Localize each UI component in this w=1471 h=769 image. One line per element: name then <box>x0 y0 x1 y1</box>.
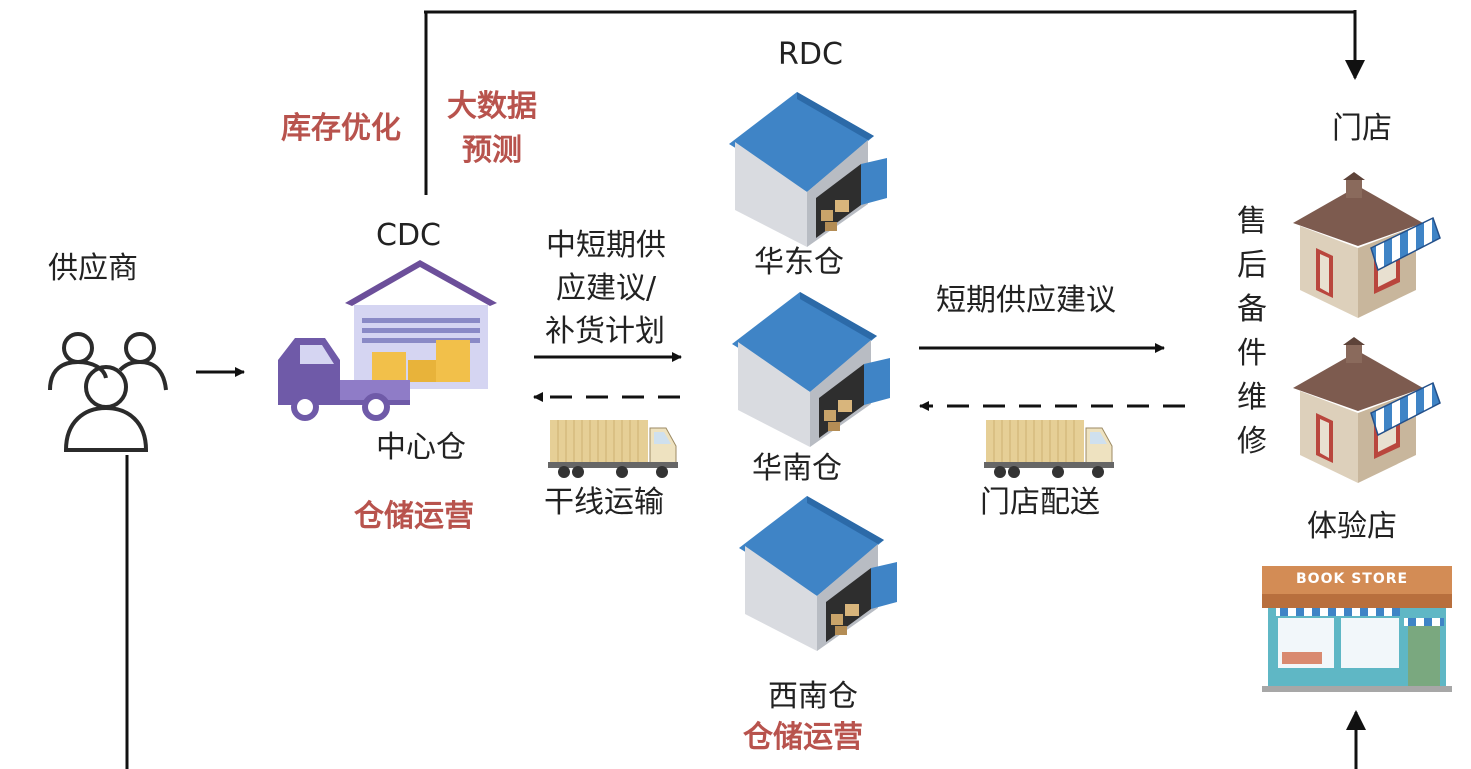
trunk-transport-label: 干线运输 <box>544 485 664 520</box>
warehouse-ops-bottom-label: 仓储运营 <box>743 720 863 755</box>
cdc-label: CDC <box>376 218 441 253</box>
after-sales-label: 售后备件维修 <box>1237 204 1267 459</box>
inventory-optimization-label: 库存优化 <box>281 111 401 146</box>
big-data-label-line1: 大数据 <box>447 89 537 124</box>
store-label: 门店 <box>1332 111 1392 146</box>
supplier-icon <box>48 332 168 452</box>
trunk-truck-icon <box>547 419 679 479</box>
east-warehouse-icon <box>729 92 887 247</box>
supplier-label: 供应商 <box>48 251 138 286</box>
service-store-icon <box>1292 336 1441 484</box>
book-store-sign: BOOK STORE <box>1296 571 1409 587</box>
southwest-warehouse-label: 西南仓 <box>768 679 858 714</box>
south-warehouse-icon <box>732 292 890 447</box>
central-warehouse-icon <box>278 260 497 421</box>
central-warehouse-label: 中心仓 <box>376 430 466 465</box>
mid-short-supply-label-line3: 补货计划 <box>545 314 665 349</box>
east-warehouse-label: 华东仓 <box>754 245 844 280</box>
store-icon <box>1292 171 1441 319</box>
south-warehouse-label: 华南仓 <box>752 451 842 486</box>
warehouse-ops-left-label: 仓储运营 <box>354 499 474 534</box>
southwest-warehouse-icon <box>739 496 897 651</box>
store-delivery-label: 门店配送 <box>980 485 1100 520</box>
experience-store-label: 体验店 <box>1307 509 1397 544</box>
delivery-truck-icon <box>983 419 1115 479</box>
mid-short-supply-label-line2: 应建议/ <box>556 271 657 306</box>
rdc-label: RDC <box>778 37 843 72</box>
experience-store-icon <box>1262 566 1452 692</box>
mid-short-supply-label-line1: 中短期供 <box>546 228 666 263</box>
short-term-supply-label: 短期供应建议 <box>936 283 1116 318</box>
big-data-label-line2: 预测 <box>462 133 522 168</box>
